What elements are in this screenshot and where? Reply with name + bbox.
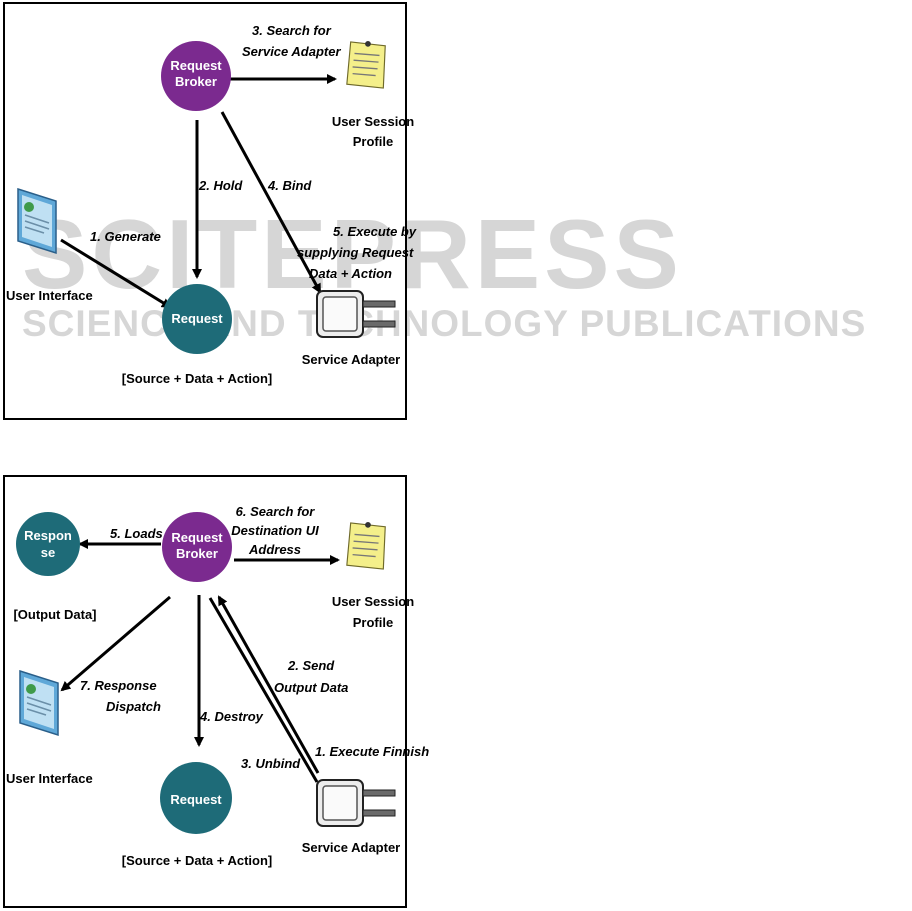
profile-label-2: Profile xyxy=(353,615,393,630)
edge-label-destroy: 4. Destroy xyxy=(199,709,264,724)
edge-label-send-2: Output Data xyxy=(274,680,348,695)
request-broker-node xyxy=(161,41,231,111)
edge-generate xyxy=(60,238,172,309)
request-caption: [Source + Data + Action] xyxy=(122,853,273,868)
request-broker-label-1: Request xyxy=(170,58,222,73)
edge-label-search-1: 6. Search for xyxy=(236,504,316,519)
request-node xyxy=(162,284,232,354)
edge-label-execute-finish: 1. Execute Finnish xyxy=(315,744,429,759)
edge-label-execute-1: 5. Execute by xyxy=(333,224,417,239)
sticky-note-icon xyxy=(346,521,386,570)
service-adapter-label: Service Adapter xyxy=(302,840,401,855)
request-label: Request xyxy=(170,792,222,807)
edge-label-execute-2: supplying Request xyxy=(297,245,414,260)
profile-label-1: User Session xyxy=(332,594,414,609)
user-interface-label: User Interface xyxy=(6,771,93,786)
service-adapter-icon xyxy=(316,779,396,827)
profile-label-2: Profile xyxy=(353,134,393,149)
request-broker-label-1: Request xyxy=(171,530,223,545)
edge-label-loads: 5. Loads xyxy=(110,526,163,541)
edge-label-unbind: 3. Unbind xyxy=(241,756,301,771)
request-broker-label-2: Broker xyxy=(176,546,218,561)
edge-send-output-data xyxy=(217,595,320,774)
request-broker-node xyxy=(162,512,232,582)
edge-unbind xyxy=(208,597,319,783)
edge-bind xyxy=(220,111,322,294)
request-node xyxy=(160,762,232,834)
request-broker-label-2: Broker xyxy=(175,74,217,89)
user-interface-label: User Interface xyxy=(6,288,93,303)
response-label-2: se xyxy=(41,545,55,560)
service-adapter-label: Service Adapter xyxy=(302,352,401,367)
diagram-request-creation: Request Broker Request [Source + Data + … xyxy=(6,23,417,386)
edge-label-send-1: 2. Send xyxy=(287,658,335,673)
edge-label-dispatch-1: 7. Response xyxy=(80,678,157,693)
diagram-response-dispatch: Respon se [Output Data] Request Broker R… xyxy=(6,504,429,868)
request-caption: [Source + Data + Action] xyxy=(122,371,273,386)
request-label: Request xyxy=(171,311,223,326)
response-node xyxy=(16,512,80,576)
edge-label-execute-3: Data + Action xyxy=(309,266,392,281)
edge-label-dispatch-2: Dispatch xyxy=(106,699,161,714)
edge-label-hold: 2. Hold xyxy=(198,178,243,193)
diagram-panel-response xyxy=(3,475,407,908)
diagram-panel-request xyxy=(3,2,407,420)
response-caption: [Output Data] xyxy=(13,607,96,622)
edge-label-search-2: Service Adapter xyxy=(242,44,341,59)
edge-label-search-2: Destination UI xyxy=(231,523,319,538)
edge-label-bind: 4. Bind xyxy=(267,178,312,193)
profile-label-1: User Session xyxy=(332,114,414,129)
edge-label-search-3: Address xyxy=(248,542,301,557)
edge-response-dispatch xyxy=(60,595,171,692)
sticky-note-icon xyxy=(346,40,386,89)
service-adapter-icon xyxy=(316,290,396,338)
user-interface-icon xyxy=(16,187,58,255)
edge-label-search-1: 3. Search for xyxy=(252,23,332,38)
response-label-1: Respon xyxy=(24,528,72,543)
edge-label-generate: 1. Generate xyxy=(90,229,161,244)
user-interface-icon xyxy=(18,669,60,737)
